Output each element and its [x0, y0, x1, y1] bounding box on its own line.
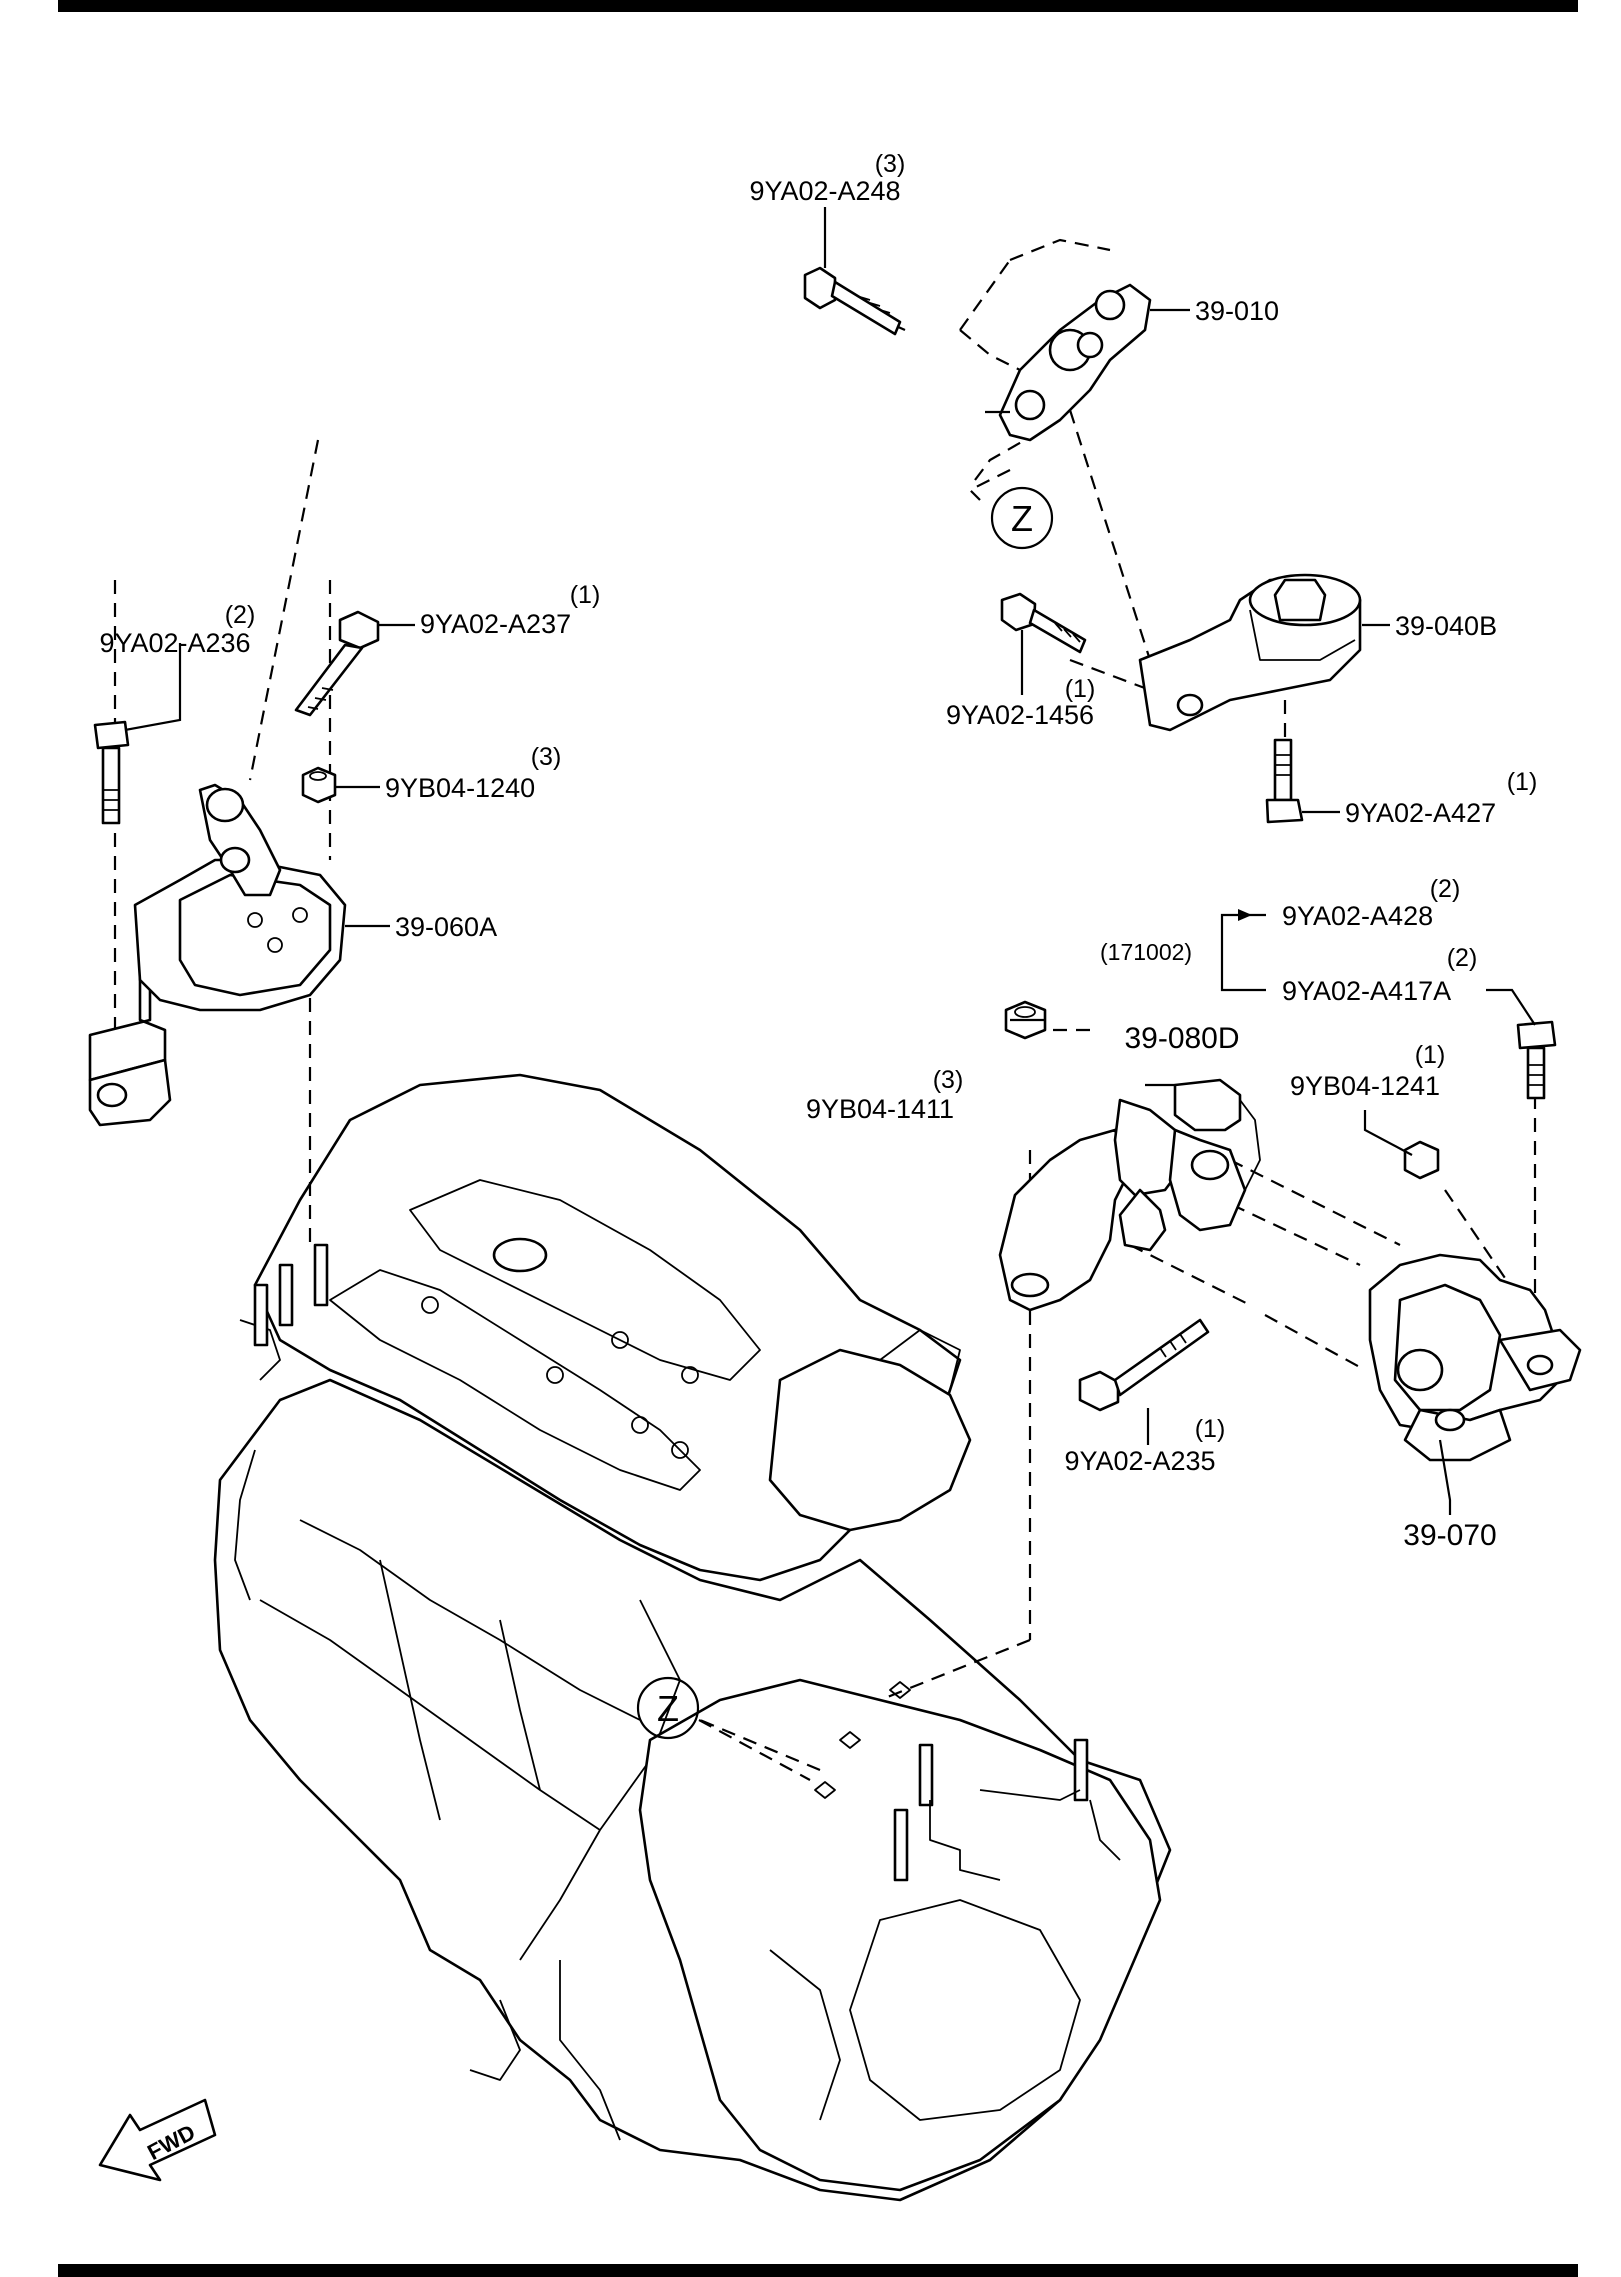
label-b1241: 9YB04-1241 — [1290, 1071, 1440, 1101]
label-a427: 9YA02-A427 — [1345, 798, 1496, 828]
label-39-040b: 39-040B — [1395, 611, 1497, 641]
part-39-060a-mount — [88, 783, 347, 1127]
label-b1240-qty: (3) — [531, 743, 562, 771]
bolt-a237 — [294, 610, 380, 717]
bolt-a248 — [803, 266, 902, 336]
part-39-010-link — [998, 283, 1152, 442]
label-a428-qty: (2) — [1430, 875, 1461, 903]
fasteners — [93, 266, 1557, 1412]
label-a237-qty: (1) — [570, 581, 601, 609]
label-a235-qty: (1) — [1195, 1415, 1226, 1443]
part-39-070-mount — [1368, 1253, 1582, 1462]
part-39-040b-mount — [1138, 573, 1362, 732]
nut-b1241 — [1403, 1140, 1440, 1180]
label-a417a: 9YA02-A417A — [1282, 976, 1451, 1006]
z-marker-bottom: Z — [657, 1688, 679, 1729]
label-c1456: 9YA02-1456 — [946, 700, 1094, 730]
label-a236: 9YA02-A236 — [99, 628, 250, 658]
label-39-080d: 39-080D — [1124, 1022, 1239, 1055]
label-b1411: 9YB04-1411 — [806, 1094, 954, 1124]
label-a248-qty: (3) — [875, 150, 906, 178]
fwd-arrow-icon: FWD — [98, 2098, 217, 2182]
bolt-c1456 — [1000, 592, 1087, 654]
label-c1456-qty: (1) — [1065, 675, 1096, 703]
engine-assembly — [213, 1073, 1172, 2202]
label-a237: 9YA02-A237 — [420, 609, 571, 639]
label-a417a-qty: (2) — [1447, 944, 1478, 972]
label-b1240: 9YB04-1240 — [385, 773, 535, 803]
nut-b1240 — [301, 766, 337, 804]
z-marker-bottom-circle — [636, 1676, 700, 1740]
block-studs — [253, 1243, 1089, 1882]
label-split-code: (171002) — [1100, 939, 1192, 965]
z-marker-top-circle — [990, 486, 1054, 550]
top-border-bar — [58, 0, 1578, 12]
bolt-a427 — [1265, 738, 1304, 824]
label-b1411-qty: (3) — [933, 1066, 964, 1094]
label-a236-qty: (2) — [225, 601, 256, 629]
bolt-a417a — [1516, 1020, 1557, 1100]
label-39-010: 39-010 — [1195, 296, 1279, 326]
part-labels: (3) 9YA02-A248 39-010 39-040B (1) 9YA02-… — [99, 150, 1537, 1552]
part-39-080d-bracket — [998, 1078, 1261, 1312]
bolt-a236 — [93, 720, 130, 825]
label-a427-qty: (1) — [1507, 768, 1538, 796]
bottom-border-bar — [58, 2264, 1578, 2277]
label-b1241-qty: (1) — [1415, 1041, 1446, 1069]
label-39-070: 39-070 — [1403, 1519, 1496, 1552]
leader-lines — [124, 207, 1536, 1515]
label-39-060a: 39-060A — [395, 912, 497, 942]
label-a248: 9YA02-A248 — [749, 176, 900, 206]
bolt-a235 — [1078, 1318, 1210, 1412]
z-marker-top: Z — [1011, 498, 1033, 539]
label-a235: 9YA02-A235 — [1064, 1446, 1215, 1476]
label-a428: 9YA02-A428 — [1282, 901, 1433, 931]
